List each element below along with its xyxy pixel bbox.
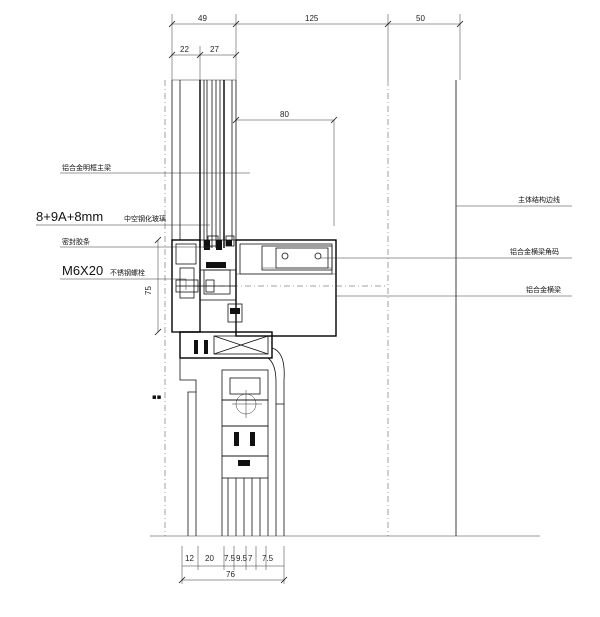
dim-bottom-1: 12 bbox=[185, 554, 194, 563]
dim-top-1: 49 bbox=[198, 14, 207, 23]
right-labels: 主体结构边线 铝合金横梁角码 铝合金横梁 bbox=[320, 195, 572, 297]
structure-boundary bbox=[172, 79, 457, 536]
dim-top-2: 125 bbox=[305, 14, 319, 23]
bottom-dimension-group: 12 20 7.5 9.5 7 7.5 76 bbox=[178, 546, 288, 584]
dim-bottom-3: 7.5 bbox=[224, 554, 236, 563]
transom-section: 75 bbox=[144, 235, 386, 337]
dim-top-sub-2: 27 bbox=[210, 45, 219, 54]
lower-profile bbox=[150, 331, 540, 537]
label-glass-spec: 8+9A+8mm bbox=[36, 209, 103, 224]
dim-bottom-6: 7.5 bbox=[262, 554, 274, 563]
dim-top-sub-1: 22 bbox=[180, 45, 189, 54]
label-mullion: 铝合金明框主梁 bbox=[62, 163, 111, 172]
label-glass-desc: 中空钢化玻璃 bbox=[124, 214, 166, 223]
label-small-tag: ▪▪ bbox=[152, 393, 162, 401]
left-labels: 铝合金明框主梁 8+9A+8mm 中空钢化玻璃 密封胶条 M6X20 不锈钢螺栓… bbox=[36, 163, 250, 401]
label-sealant: 密封胶条 bbox=[62, 237, 90, 246]
dim-bottom-total: 76 bbox=[226, 570, 235, 579]
label-transom: 铝合金横梁 bbox=[526, 285, 561, 294]
dim-inner: 80 bbox=[280, 110, 289, 119]
label-bolt-desc: 不锈钢螺栓 bbox=[110, 268, 145, 277]
dim-top-3: 50 bbox=[416, 14, 425, 23]
mullion-frame: 80 bbox=[164, 80, 338, 536]
label-structure-line: 主体结构边线 bbox=[518, 195, 560, 204]
label-transom-corner: 铝合金横梁角码 bbox=[510, 247, 559, 256]
top-dimension-group: 49 125 50 22 27 bbox=[168, 14, 464, 80]
dim-bottom-2: 20 bbox=[205, 554, 214, 563]
dim-bottom-4: 9.5 bbox=[236, 554, 248, 563]
label-bolt-spec: M6X20 bbox=[62, 263, 103, 278]
dim-bottom-5: 7 bbox=[248, 554, 253, 563]
dim-left: 75 bbox=[144, 286, 153, 295]
